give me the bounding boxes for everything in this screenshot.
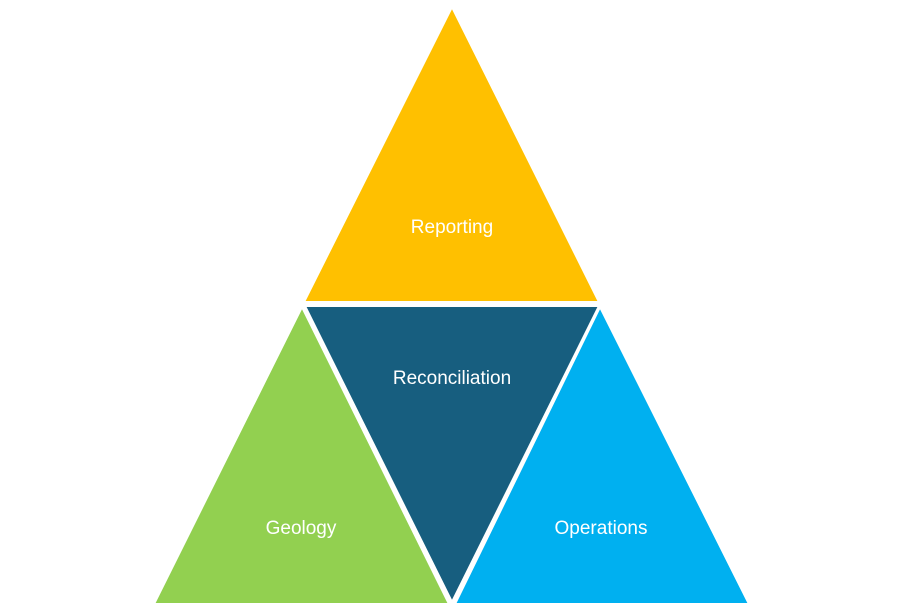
reporting-triangle — [302, 4, 601, 303]
reporting-label: Reporting — [411, 217, 493, 238]
operations-label: Operations — [555, 518, 648, 539]
geology-label: Geology — [266, 518, 337, 539]
geology-triangle — [152, 304, 451, 605]
reconciliation-label: Reconciliation — [393, 368, 511, 389]
operations-triangle — [453, 304, 751, 605]
reconciliation-triangle — [303, 305, 601, 605]
